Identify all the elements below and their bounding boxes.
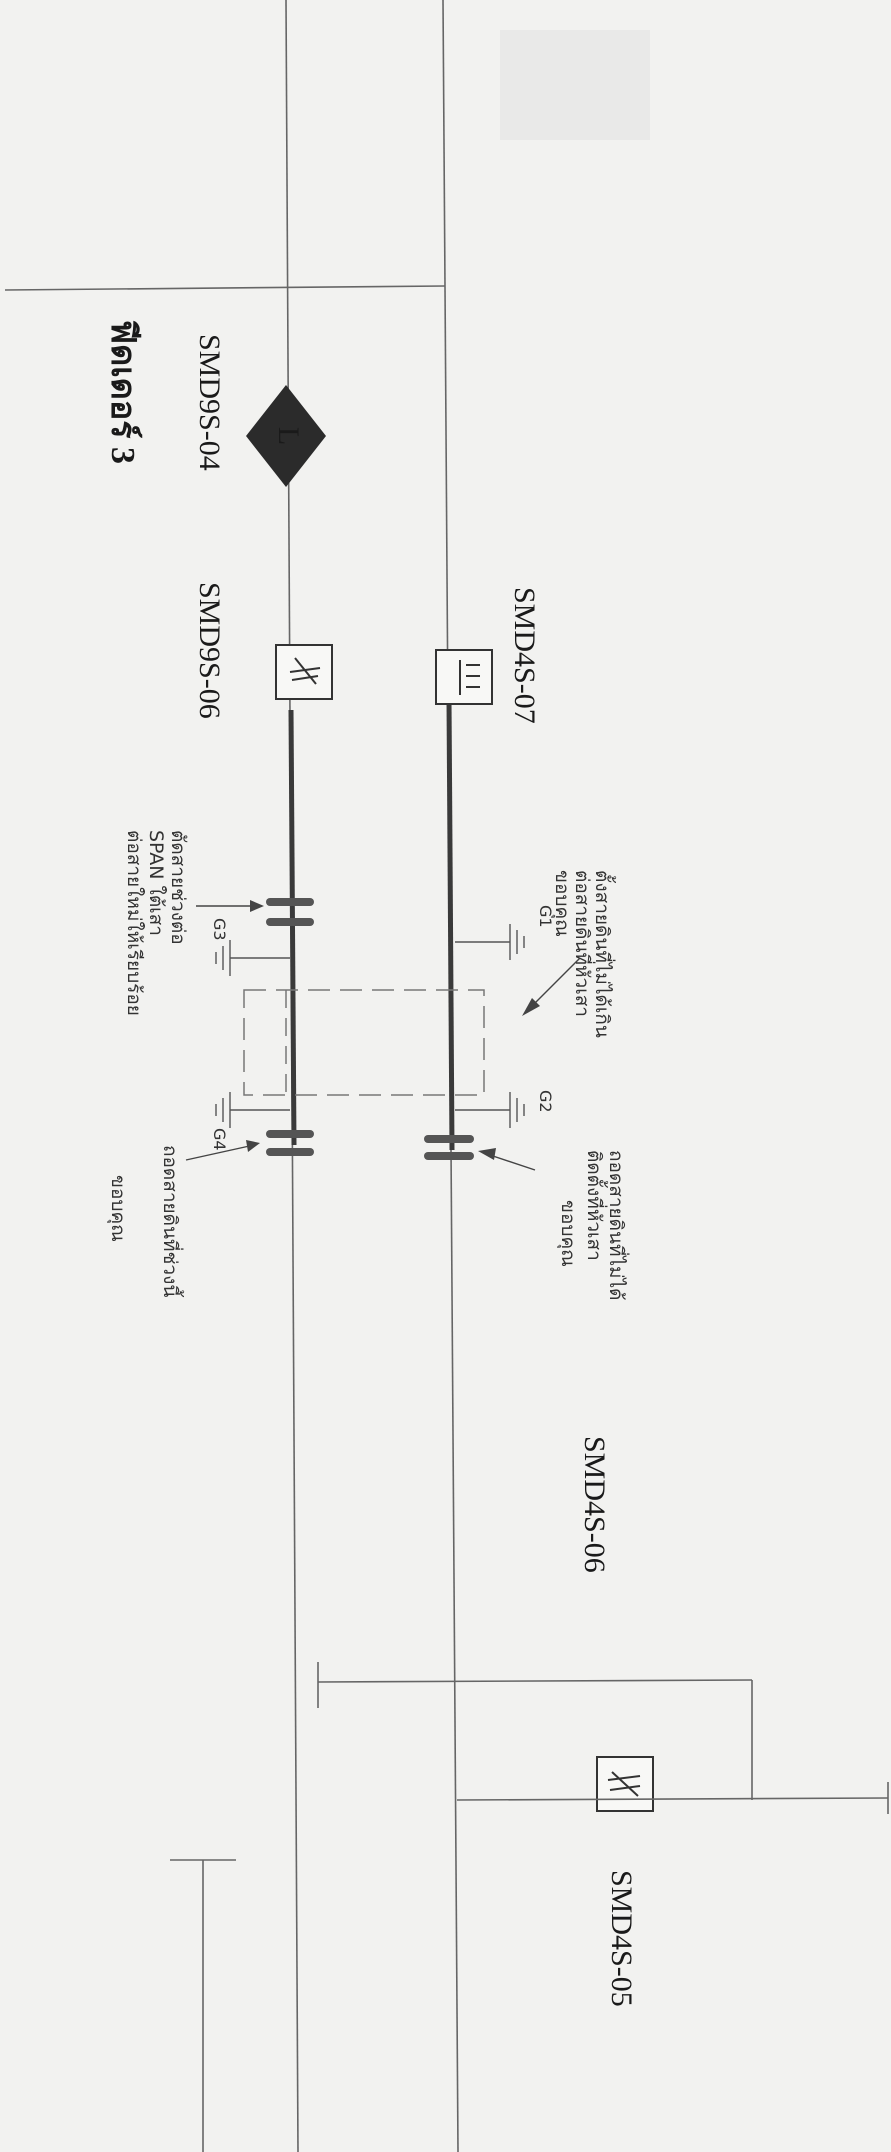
switch-smd9s-06-icon (275, 644, 333, 700)
label-smd9s-04: SMD9S-04 (193, 334, 226, 471)
work-zone-dashed-box (243, 989, 485, 1096)
arrow-note-bot-left-1 (196, 900, 264, 912)
clamp-9s-upper (266, 898, 314, 926)
ground-symbol-g4 (215, 1092, 290, 1128)
label-smd4s-07: SMD4S-07 (508, 587, 541, 724)
clamp-9s-lower (266, 1130, 314, 1156)
arrow-note-bot-left-2 (185, 1140, 260, 1161)
switch-smd4s-07-icon (435, 649, 493, 705)
ground-symbol-g1 (455, 924, 525, 960)
note-bot-line-3: ต่อสายใหม่ให้เรียบร้อย (123, 830, 145, 1016)
thick-segment-4s (446, 699, 455, 1151)
label-feeder-thai: ฟีดเดอร์ 3 (104, 320, 143, 464)
note-bot-line-4: ถอดสายดินที่ช่วงนี้ (159, 1145, 184, 1298)
thick-segment-9s (288, 709, 297, 1146)
ground-symbol-g2 (455, 1092, 525, 1128)
load-diamond-symbol (246, 385, 326, 487)
branch-line-h1 (317, 1679, 753, 1683)
note-upper-line-2: ติดตั้งที่หัวเสา (583, 1150, 608, 1261)
note-bot-line-5: ขอบคุณ (106, 1175, 129, 1242)
label-smd4s-05: SMD4S-05 (605, 1870, 638, 2007)
note-top-line-2: ต่อสายดินที่หัวเสา (571, 870, 596, 1017)
note-bot-line-1: ตัดสายช่วงต่อ (167, 830, 189, 945)
ground-symbol-g3 (215, 940, 290, 976)
switch-smd4s-05-icon (596, 1756, 654, 1812)
label-smd9s-06: SMD9S-06 (193, 582, 226, 719)
load-letter: L (272, 427, 305, 445)
arrow-note-top (522, 957, 581, 1016)
note-upper-line-1: ถอดสายดินที่ไม่ได้ (605, 1150, 630, 1300)
note-top-line-3: ขอบคุณ (550, 870, 573, 937)
arrow-note-g2 (478, 1148, 536, 1171)
ground-label-g4: G4 (210, 1128, 229, 1151)
ground-label-g2: G2 (536, 1090, 555, 1113)
ground-label-g1: G1 (536, 905, 555, 928)
label-smd4s-06: SMD4S-06 (578, 1436, 611, 1573)
clamp-4s-lower (424, 1135, 474, 1160)
watermark-smudge (500, 30, 650, 140)
note-top-line-1: ตั้งสายดินที่ไม่ได้เกิน (591, 870, 616, 1038)
note-bot-line-2: SPAN ใต้เสา (145, 830, 167, 936)
ground-label-g3: G3 (210, 918, 229, 941)
branch-line-h2 (456, 1797, 889, 1801)
tie-line-top (4, 285, 446, 291)
note-upper-line-3: ขอบคุณ (556, 1200, 579, 1267)
